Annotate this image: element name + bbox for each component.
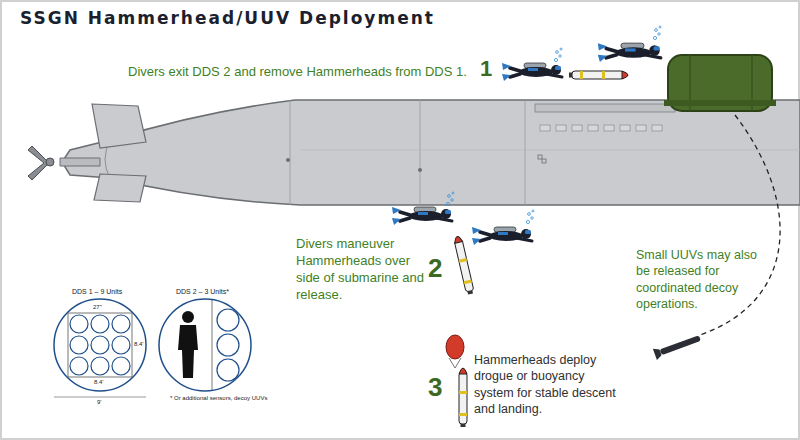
step-note: Divers maneuver Hammerheads over side of… [296,236,424,304]
dimension: 27" [93,304,102,310]
step-note: Small UUVs may also be released for coor… [636,247,760,312]
footnote: * Or additional sensors, decoy UUVs [170,395,267,401]
callout-number: 2 [428,253,442,284]
dimension: 8.4' [134,341,144,347]
dimension: 9' [97,399,101,405]
diagram-title: SSGN Hammerhead/UUV Deployment [20,8,435,28]
step-note: Hammerheads deploy drogue or buoyancy sy… [474,352,616,417]
callout-number: 3 [428,372,442,403]
dimension: 8.4' [94,379,104,385]
section-label: DDS 2 – 3 Units* [176,288,229,295]
callout-number: 1 [480,56,492,82]
section-label: DDS 1 – 9 Units [72,288,122,295]
step-note: Divers exit DDS 2 and remove Hammerheads… [128,64,467,79]
